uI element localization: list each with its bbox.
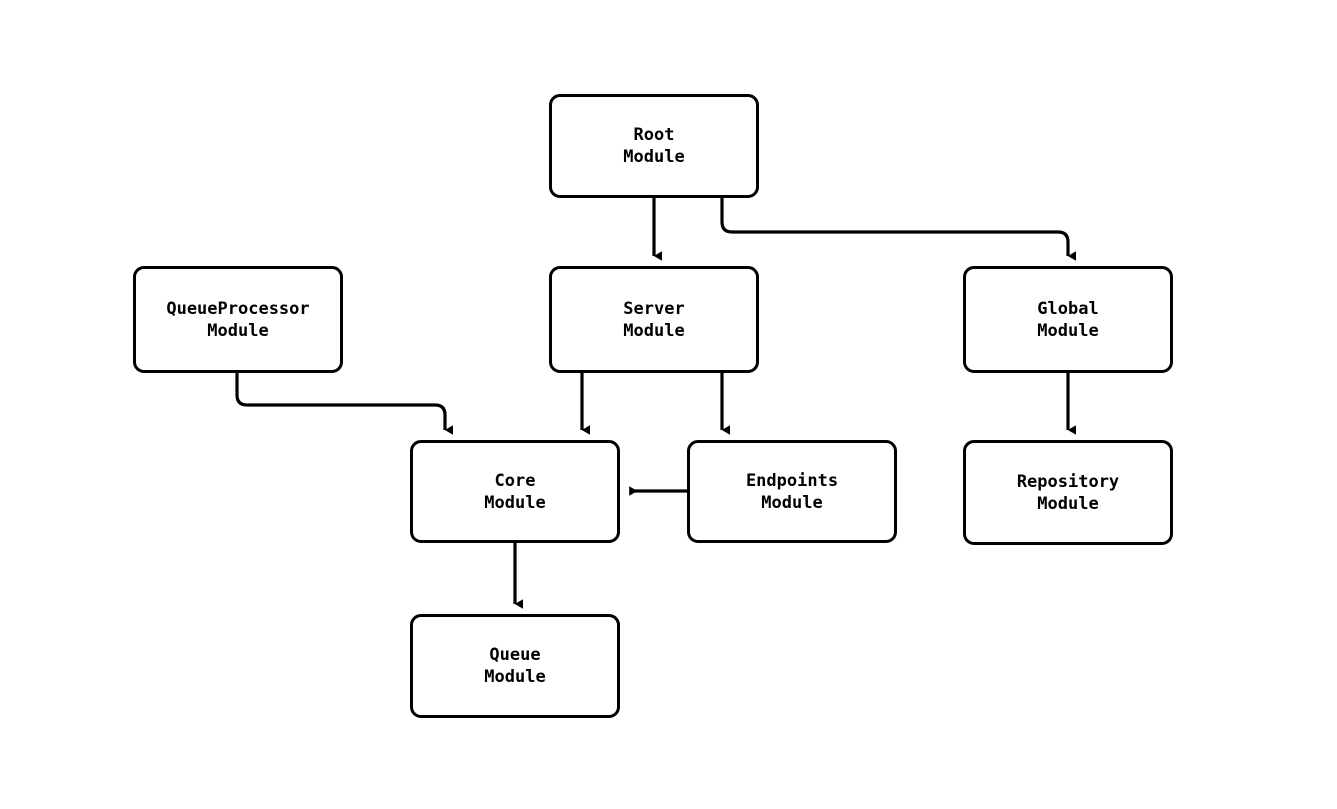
node-queue-module-line1: Queue	[489, 645, 541, 665]
node-root-module-line1: Root	[633, 125, 675, 145]
node-server-module-line1: Server	[623, 298, 685, 319]
node-global-module-line1: Global	[1037, 298, 1099, 319]
node-endpoints-module[interactable]: Endpoints Module	[687, 440, 897, 543]
node-queueprocessor-module-line1: QueueProcessor	[166, 298, 310, 319]
node-root-module-line2: Module	[623, 147, 685, 167]
node-server-module[interactable]: Server Module	[549, 266, 759, 373]
node-root-module[interactable]: Root Module	[549, 94, 759, 198]
node-endpoints-module-line2: Module	[761, 492, 823, 513]
node-core-module[interactable]: Core Module	[410, 440, 620, 543]
node-core-module-line2: Module	[484, 492, 546, 513]
node-repository-module-line1: Repository	[1016, 471, 1120, 492]
node-repository-module[interactable]: Repository Module	[963, 440, 1173, 545]
node-queueprocessor-module-line2: Module	[207, 320, 269, 341]
node-core-module-line1: Core	[494, 470, 536, 491]
node-global-module-line2: Module	[1037, 320, 1099, 341]
node-repository-module-line2: Module	[1037, 493, 1099, 514]
node-queue-module-line2: Module	[484, 667, 546, 687]
node-global-module[interactable]: Global Module	[963, 266, 1173, 373]
node-queue-module[interactable]: Queue Module	[410, 614, 620, 718]
node-server-module-line2: Module	[623, 320, 685, 341]
node-endpoints-module-line1: Endpoints	[745, 470, 839, 491]
node-queueprocessor-module[interactable]: QueueProcessor Module	[133, 266, 343, 373]
edge-queueprocessor-to-core	[235, 373, 454, 435]
edge-root-to-global	[720, 198, 1077, 261]
